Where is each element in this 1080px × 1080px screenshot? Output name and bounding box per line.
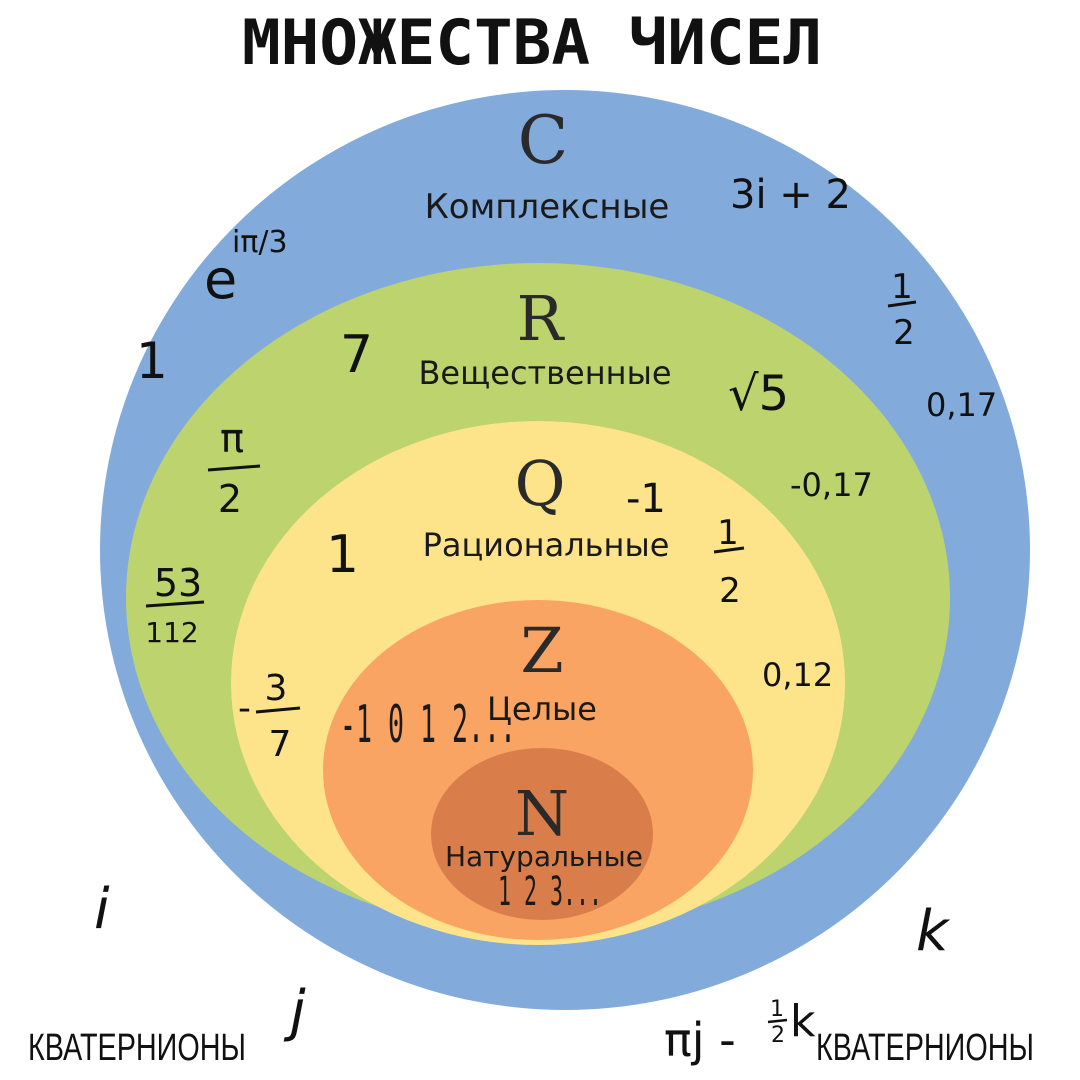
rational-half-denominator: 2 <box>719 571 741 611</box>
complex-example-sum: 3i + 2 <box>730 172 851 218</box>
real-example-fraction: 53 112 <box>145 561 205 649</box>
real-example-negdec: -0,17 <box>790 466 873 504</box>
quaternion-expr-k: k <box>790 996 816 1047</box>
quaternion-expr-numerator: 1 <box>770 997 784 1022</box>
real-pi-numerator: π <box>220 416 244 462</box>
rational-half-numerator: 1 <box>717 513 739 553</box>
rational-example-neg-fraction: - 3 7 <box>238 668 301 765</box>
rational-example-half: 1 2 <box>713 513 745 611</box>
real-frac-denominator: 112 <box>145 616 198 649</box>
complex-half-numerator: 1 <box>891 267 913 307</box>
rational-neg-denominator: 7 <box>269 724 292 765</box>
real-example-seven: 7 <box>340 325 373 385</box>
complex-example-decimal: 0,17 <box>926 386 997 424</box>
rational-example-decimal: 0,12 <box>762 656 833 694</box>
natural-label: Натуральные <box>445 840 643 873</box>
quaternion-expression: πj - 1 2 k <box>664 996 816 1067</box>
rational-example-one: 1 <box>326 525 359 585</box>
integer-examples: -1 0 1 2... <box>340 695 516 755</box>
real-example-pi-over-two: π 2 <box>207 416 261 521</box>
integer-symbol: Z <box>520 614 563 687</box>
complex-half-bar <box>887 300 917 308</box>
page-title: МНОЖЕСТВА ЧИСЕЛ <box>242 6 822 79</box>
rational-label: Рациональные <box>423 526 670 564</box>
complex-example-exp-base: e <box>204 248 237 311</box>
complex-example-half: 1 2 <box>887 267 917 353</box>
complex-example-one: 1 <box>136 332 168 390</box>
natural-set-region <box>431 748 653 920</box>
rational-symbol: Q <box>515 447 566 520</box>
quaternion-expr-bar <box>767 1018 788 1024</box>
quaternion-label-right: КВАТЕРНИОНЫ <box>816 1027 1034 1069</box>
rational-neg-minus: - <box>238 688 251 729</box>
quaternion-j: j <box>283 979 306 1044</box>
complex-symbol: C <box>518 102 569 179</box>
natural-symbol: N <box>515 777 569 850</box>
real-symbol: R <box>517 282 566 355</box>
real-example-sqrt: √5 <box>728 366 789 422</box>
complex-half-denominator: 2 <box>893 313 915 353</box>
rational-example-neg-one: -1 <box>626 476 666 522</box>
real-label: Вещественные <box>418 354 671 392</box>
real-frac-bar <box>145 600 205 608</box>
quaternion-i: i <box>94 877 110 942</box>
natural-examples: 1 2 3... <box>498 869 602 915</box>
rational-neg-numerator: 3 <box>265 668 288 709</box>
integer-label: Целые <box>487 690 597 728</box>
quaternion-k: k <box>916 899 951 964</box>
real-frac-numerator: 53 <box>154 561 202 605</box>
rational-neg-bar <box>255 706 301 714</box>
quaternion-expr-pi-j: πj - <box>664 1013 736 1067</box>
rational-half-bar <box>713 546 745 554</box>
real-pi-denominator: 2 <box>218 477 242 521</box>
quaternion-expr-denominator: 2 <box>771 1023 785 1048</box>
real-pi-bar <box>207 464 261 472</box>
complex-label: Комплексные <box>425 187 670 227</box>
quaternion-label-left: КВАТЕРНИОНЫ <box>28 1027 246 1069</box>
complex-example-exp-power: iπ/3 <box>232 225 288 260</box>
